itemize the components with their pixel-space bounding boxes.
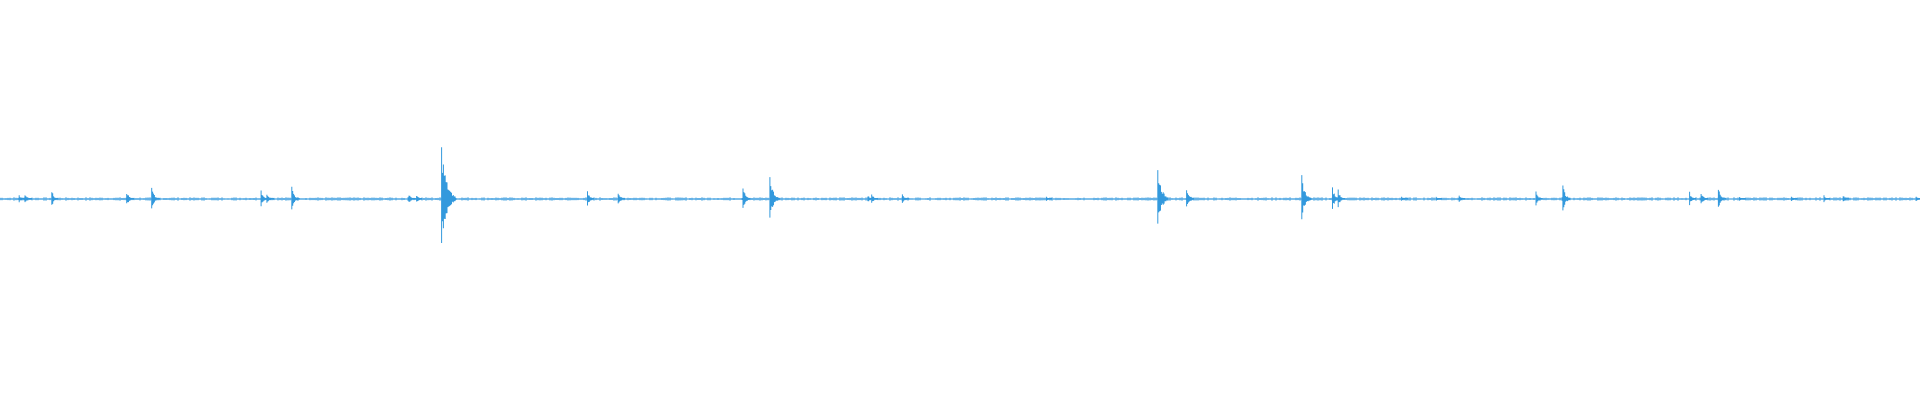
waveform-burst [1157, 170, 1169, 224]
waveform-burst [1689, 191, 1697, 206]
waveform-burst [291, 186, 300, 210]
waveform-burst [24, 195, 32, 203]
waveform-burst [1458, 195, 1466, 202]
waveform-burst [901, 194, 910, 203]
waveform-burst [587, 191, 595, 206]
waveform-burst [1045, 196, 1053, 201]
waveform-burst [1739, 197, 1746, 201]
waveform-burst [617, 193, 625, 204]
waveform-bursts [0, 147, 1920, 243]
waveform-burst [126, 194, 134, 204]
waveform-burst [769, 177, 780, 218]
waveform-burst [871, 194, 878, 203]
waveform-burst [1186, 190, 1195, 207]
waveform-burst [266, 194, 274, 203]
waveform-burst [1842, 196, 1850, 202]
waveform-burst [51, 192, 59, 205]
waveform-burst [416, 196, 423, 202]
waveform-burst [1435, 196, 1443, 201]
waveform-burst [1562, 185, 1571, 211]
waveform-burst [1823, 195, 1830, 203]
waveform-burst [408, 195, 416, 202]
waveform-burst [151, 187, 160, 209]
waveform-burst [18, 195, 26, 203]
waveform-burst [1401, 196, 1408, 201]
waveform-burst [1790, 196, 1798, 201]
waveform-burst [441, 147, 456, 243]
waveform-burst [1337, 189, 1345, 208]
waveform-burst [1717, 189, 1727, 207]
waveform-burst [742, 188, 751, 208]
waveform-burst [1301, 175, 1312, 220]
waveform-burst [1915, 196, 1920, 201]
waveform-burst [1535, 191, 1543, 206]
waveform-burst [1700, 194, 1708, 204]
